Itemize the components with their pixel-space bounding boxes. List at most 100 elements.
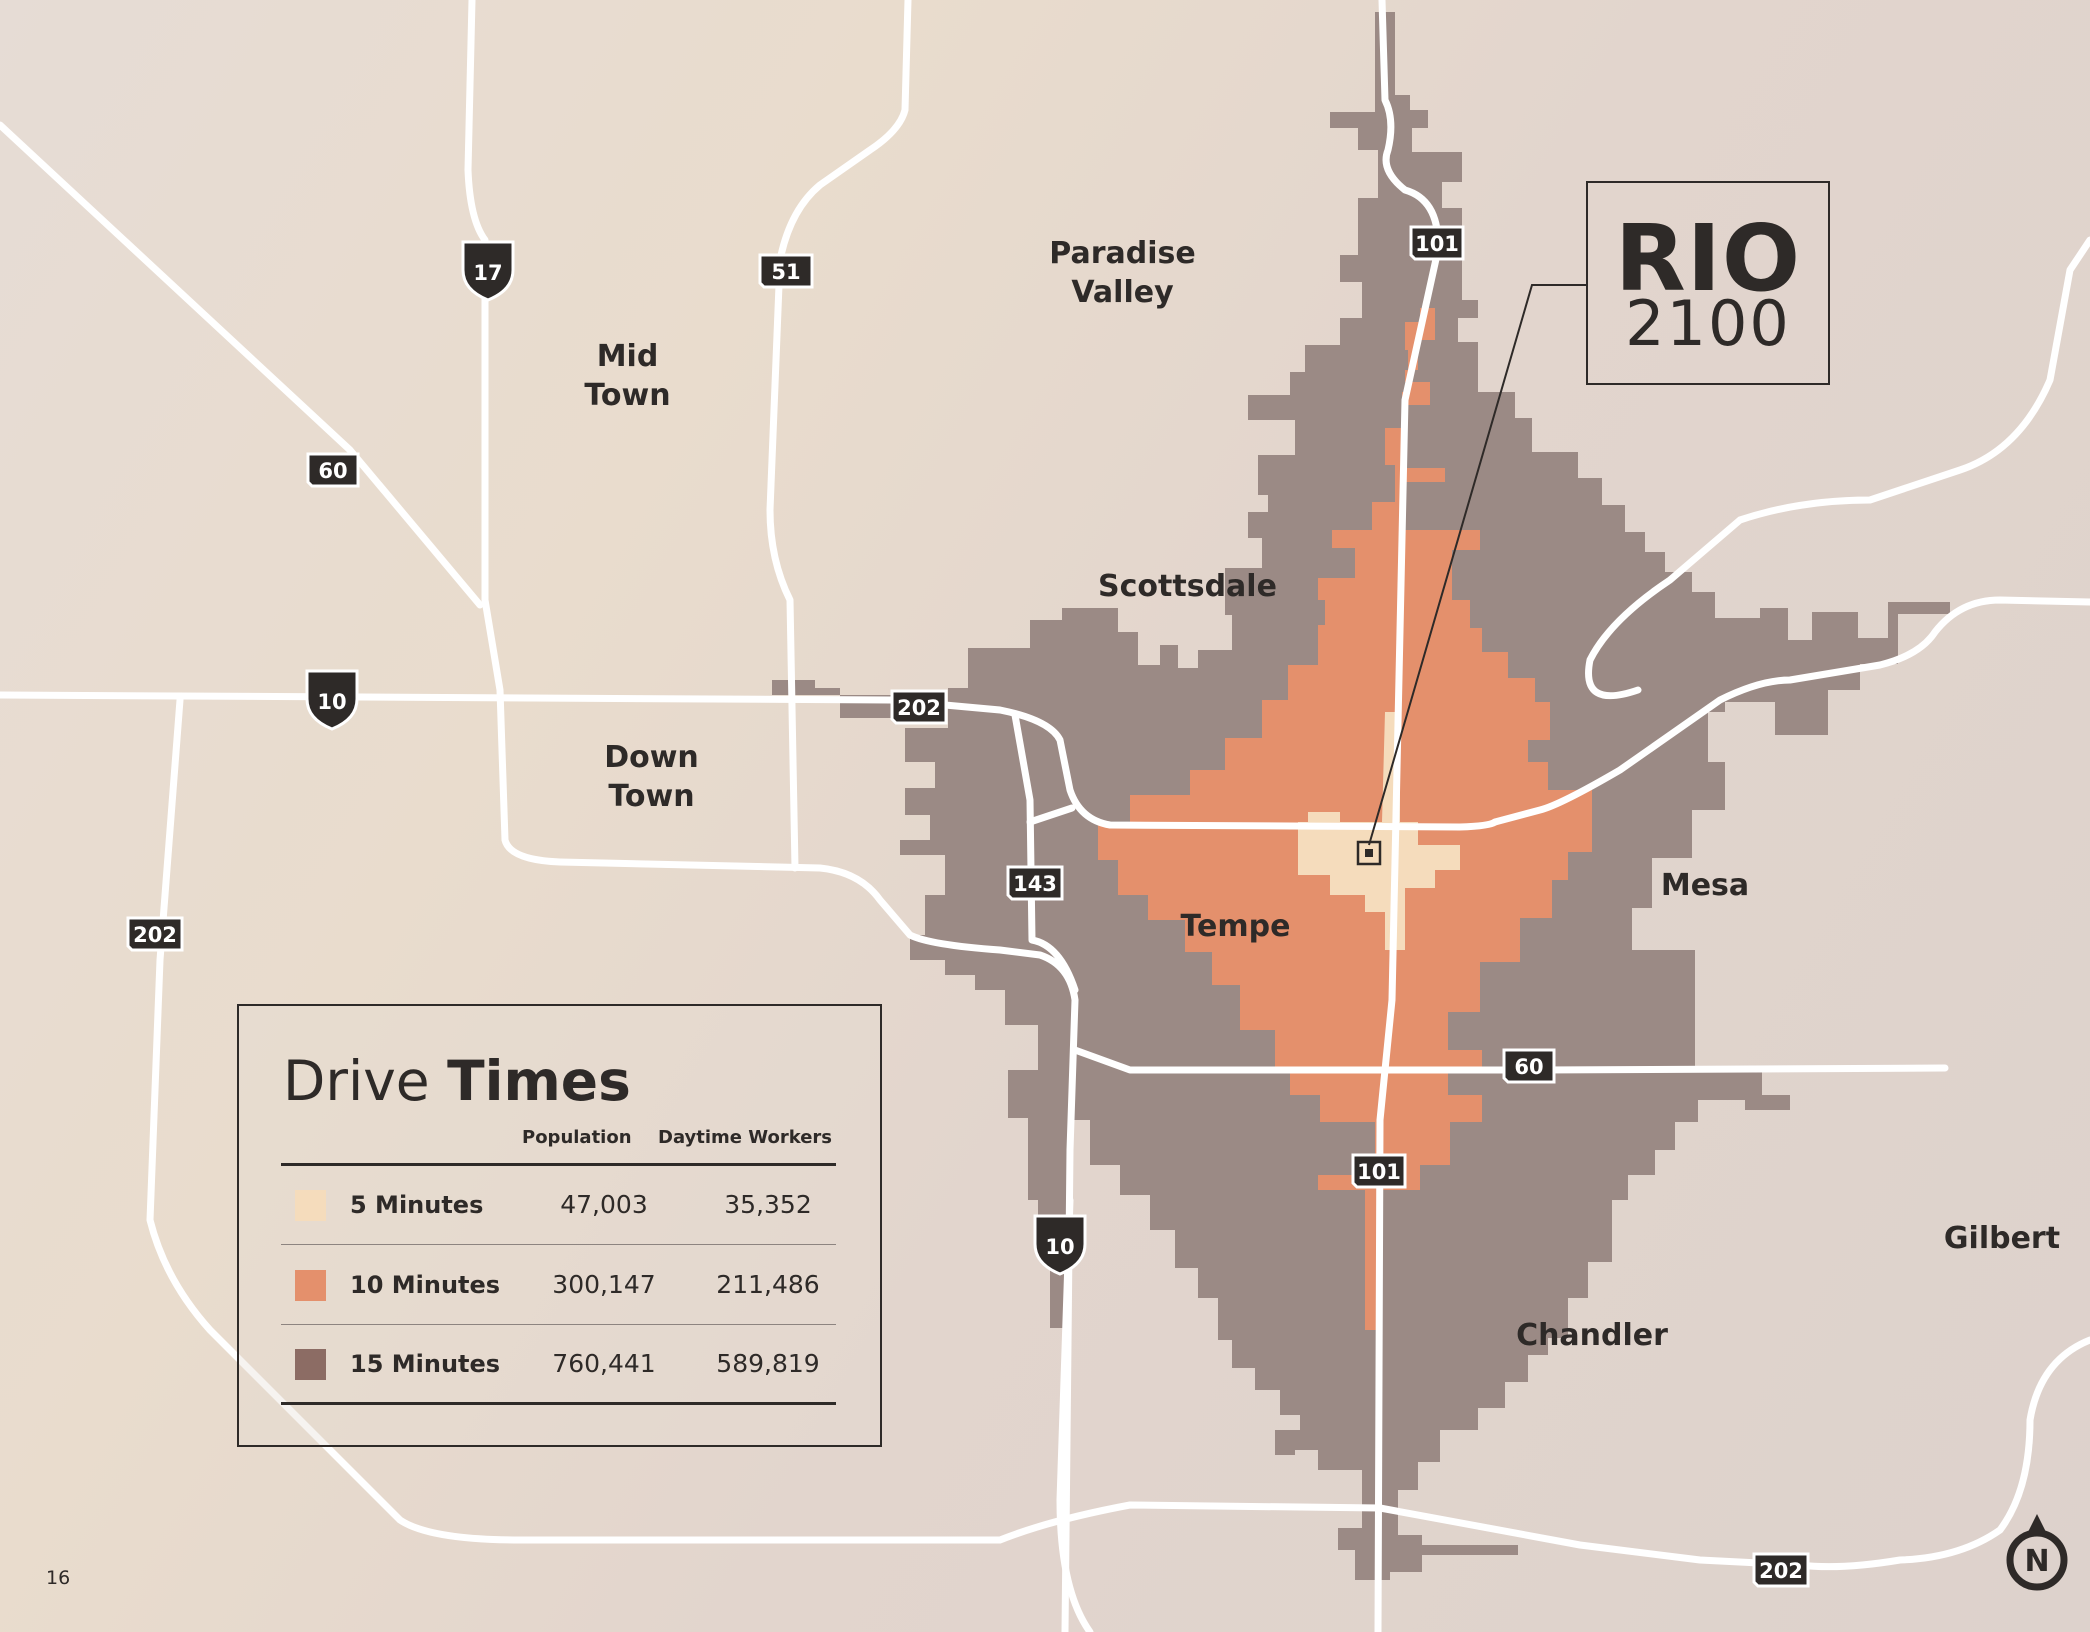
shield-sr51: 51 — [758, 253, 814, 289]
shield-sr202-west-label: 202 — [133, 923, 177, 947]
shield-sr143: 143 — [1006, 865, 1064, 901]
shield-sr101-north-icon — [1409, 225, 1465, 261]
place-down-town: Down Town — [584, 738, 719, 816]
legend-footer-rule — [281, 1402, 836, 1405]
legend-row-divider — [281, 1324, 836, 1325]
legend-row-15-minutes: 15 Minutes 760,441 589,819 — [281, 1325, 836, 1403]
road-i10-south — [1056, 1196, 1094, 1632]
shield-sr202-south: 202 — [1752, 1552, 1810, 1588]
shield-i17-label: 17 — [473, 261, 502, 285]
property-name-line2: 2100 — [1625, 287, 1791, 360]
highway-shields: 17 51 101 60 10 202 143 202 — [126, 225, 1810, 1588]
shield-sr202-west: 202 — [126, 916, 184, 952]
legend-header-rule — [281, 1163, 836, 1166]
road-sr51 — [766, 0, 912, 872]
place-down-town-line2: Town — [608, 779, 695, 814]
place-mid-town: Mid Town — [560, 337, 695, 415]
legend-row-population: 760,441 — [552, 1349, 656, 1378]
shield-sr202-center-label: 202 — [897, 696, 941, 720]
shield-sr143-label: 143 — [1013, 872, 1057, 896]
place-mid-town-line2: Town — [584, 378, 671, 413]
place-mesa: Mesa — [1640, 866, 1770, 905]
place-chandler-line1: Chandler — [1516, 1318, 1668, 1353]
property-title-box: RIO 2100 — [1586, 181, 1830, 385]
legend-row-divider — [281, 1244, 836, 1245]
place-mesa-line1: Mesa — [1660, 868, 1750, 903]
shield-i10-west-icon — [305, 669, 359, 731]
shield-i17: 17 — [461, 240, 515, 302]
legend-row-10-minutes: 10 Minutes 300,147 211,486 — [281, 1246, 836, 1324]
road-i17 — [464, 0, 1079, 1632]
place-paradise-valley-line2: Valley — [1071, 275, 1174, 310]
legend-col-workers: Daytime Workers — [658, 1127, 833, 1148]
shield-us60-west: 60 — [306, 452, 360, 488]
road-sr202-tempe — [1491, 596, 2090, 826]
shield-us60-west-icon — [306, 452, 360, 488]
shield-sr202-west-icon — [126, 916, 184, 952]
drive-zone-5-minutes — [1298, 712, 1460, 950]
shield-i10-south-label: 10 — [1045, 1235, 1074, 1259]
road-us60-east — [1071, 1046, 1949, 1074]
shield-sr143-icon — [1006, 865, 1064, 901]
legend-swatch-10 — [295, 1270, 326, 1301]
place-tempe-line1: Tempe — [1180, 909, 1291, 944]
shield-sr101-north: 101 — [1409, 225, 1465, 261]
legend-title-bold: Times — [447, 1049, 631, 1113]
legend-row-workers: 589,819 — [716, 1349, 820, 1378]
compass-label: N — [2024, 1544, 2049, 1579]
road-loop202-south — [1796, 1336, 2090, 1571]
shield-sr101-south-icon — [1351, 1153, 1407, 1189]
road-loop202-north-east — [1585, 236, 2090, 700]
road-loop202-west — [146, 696, 1804, 1569]
legend-col-population: Population — [522, 1127, 632, 1148]
shield-us60-east: 60 — [1502, 1048, 1556, 1084]
shield-i17-icon — [461, 240, 515, 302]
shield-i10-west: 10 — [305, 669, 359, 731]
drive-zone-10-minutes — [1098, 308, 1592, 1330]
shield-i10-south-icon — [1033, 1214, 1087, 1276]
shield-sr51-label: 51 — [771, 260, 800, 284]
legend-row-population: 47,003 — [560, 1190, 648, 1219]
shield-sr202-south-label: 202 — [1759, 1559, 1803, 1583]
place-down-town-line1: Down — [604, 740, 699, 775]
shield-sr101-south: 101 — [1351, 1153, 1407, 1189]
legend-row-label: 5 Minutes — [350, 1191, 484, 1219]
shield-sr202-south-icon — [1752, 1552, 1810, 1588]
shield-sr202-center: 202 — [890, 689, 948, 725]
place-gilbert: Gilbert — [1940, 1219, 2064, 1258]
shield-sr101-south-label: 101 — [1357, 1160, 1401, 1184]
legend-row-workers: 211,486 — [716, 1270, 820, 1299]
place-mid-town-line1: Mid — [596, 339, 659, 374]
property-marker-dot — [1365, 849, 1373, 857]
property-name-line1: RIO — [1614, 205, 1802, 312]
shield-sr101-north-label: 101 — [1415, 232, 1459, 256]
place-scottsdale-line1: Scottsdale — [1098, 569, 1277, 604]
legend-row-workers: 35,352 — [724, 1190, 812, 1219]
legend-row-label: 15 Minutes — [350, 1350, 501, 1378]
place-paradise-valley: Paradise Valley — [1030, 234, 1215, 312]
callout-line — [1368, 284, 1588, 846]
drive-times-legend: Drive Times Population Daytime Workers 5… — [237, 1004, 882, 1447]
shield-us60-east-icon — [1502, 1048, 1556, 1084]
road-i10-horizontal — [0, 691, 1499, 831]
shield-us60-east-label: 60 — [1514, 1055, 1543, 1079]
legend-row-population: 300,147 — [552, 1270, 656, 1299]
place-tempe: Tempe — [1168, 907, 1303, 946]
legend-swatch-15 — [295, 1349, 326, 1380]
property-marker[interactable] — [1356, 840, 1382, 866]
legend-title: Drive Times — [283, 1046, 631, 1116]
place-gilbert-line1: Gilbert — [1943, 1221, 2061, 1256]
road-sr143-link — [1026, 804, 1076, 826]
place-chandler: Chandler — [1512, 1316, 1672, 1355]
road-us60-west — [0, 121, 484, 609]
page-number: 16 — [46, 1567, 71, 1589]
legend-row-5-minutes: 5 Minutes 47,003 35,352 — [281, 1166, 836, 1244]
place-paradise-valley-line1: Paradise — [1049, 236, 1196, 271]
place-scottsdale: Scottsdale — [1090, 567, 1285, 606]
shield-us60-west-label: 60 — [318, 459, 347, 483]
north-arrow-icon: N — [2006, 1514, 2068, 1591]
shield-i10-south: 10 — [1033, 1214, 1087, 1276]
